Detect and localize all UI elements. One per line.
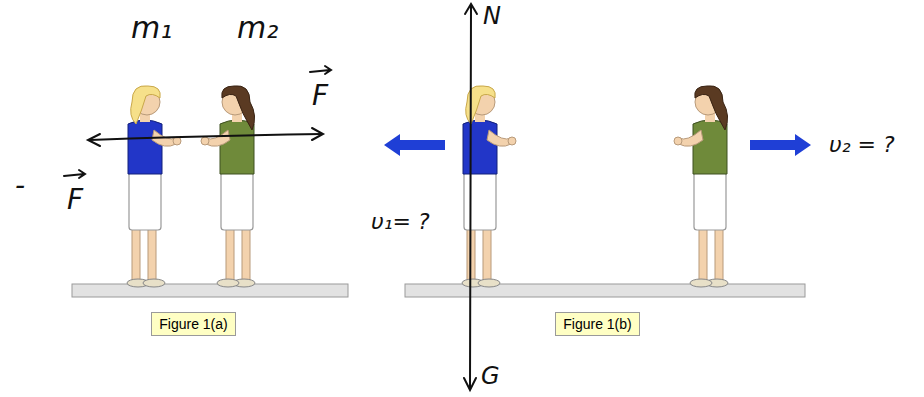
figure-caption-box: Figure 1(b) — [555, 312, 640, 336]
skater-brunette — [674, 86, 728, 287]
mass-label: m₂ — [237, 13, 278, 43]
skater-blonde — [127, 86, 181, 287]
minus-sign: - — [15, 172, 25, 200]
motion-arrow — [750, 134, 811, 156]
skater-brunette — [201, 86, 255, 287]
force-label: F — [312, 82, 328, 110]
figure-caption: Figure 1(a) — [159, 316, 227, 332]
velocity-label: υ₂ = ? — [829, 134, 895, 156]
force-label: F — [67, 186, 83, 214]
velocity-label: υ₁= ? — [371, 211, 430, 233]
normal-gravity-line — [464, 4, 477, 390]
mass-label: m₁ — [131, 13, 172, 43]
force-vector — [64, 66, 331, 178]
figure-caption: Figure 1(b) — [563, 316, 631, 332]
gravity-label: G — [481, 364, 500, 388]
floor — [72, 284, 348, 297]
motion-arrow — [384, 134, 445, 156]
figure-caption-box: Figure 1(a) — [151, 312, 236, 336]
normal-force-label: N — [483, 4, 501, 28]
